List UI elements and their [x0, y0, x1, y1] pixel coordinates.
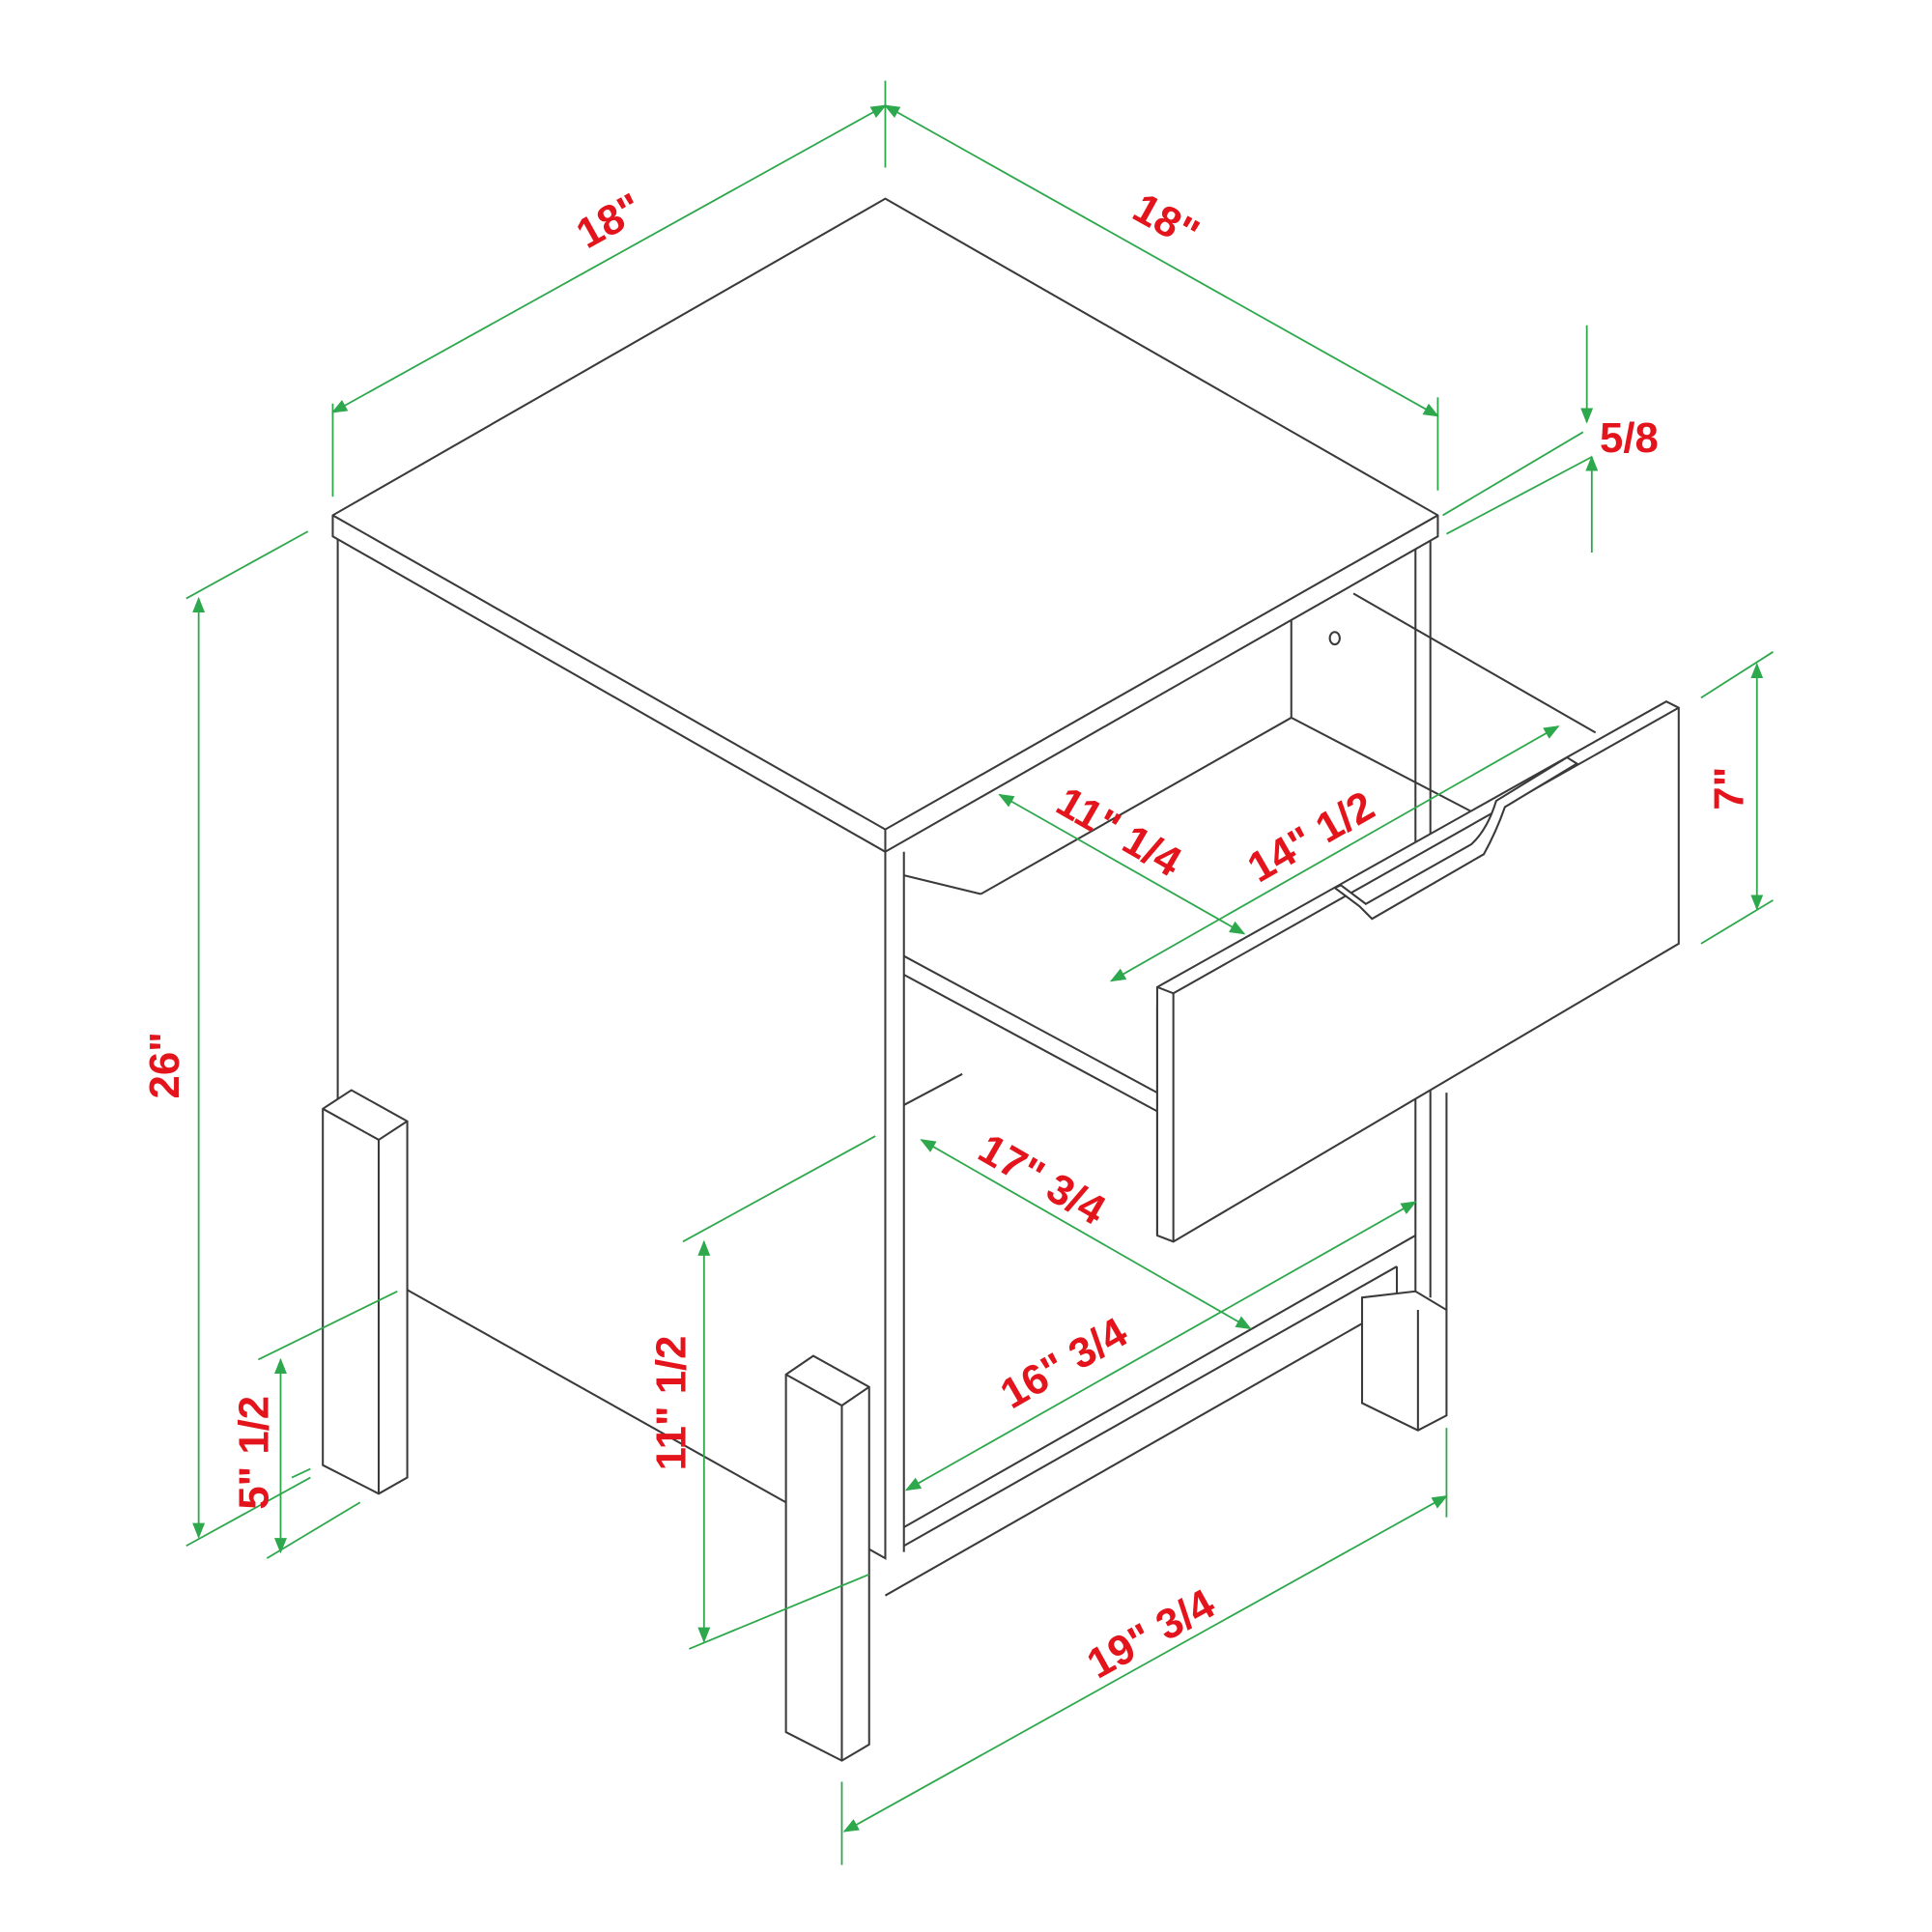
label-drawer-inner-depth: 11" 1/4 [1049, 778, 1190, 887]
label-base-width: 19" 3/4 [1079, 1579, 1223, 1688]
label-leg-height: 5" 1/2 [231, 1396, 278, 1510]
furniture-drawing [322, 197, 1680, 1762]
label-drawer-height: 7" [1706, 767, 1753, 810]
dimension-lines [185, 80, 1774, 1865]
label-top-thickness: 5/8 [1600, 414, 1659, 462]
label-top-width: 18" [569, 185, 650, 258]
label-shelf-clearance-height: 11" 1/2 [647, 1336, 695, 1471]
label-total-height: 26" [141, 1032, 188, 1098]
bottom-shelf [884, 1072, 1416, 1597]
